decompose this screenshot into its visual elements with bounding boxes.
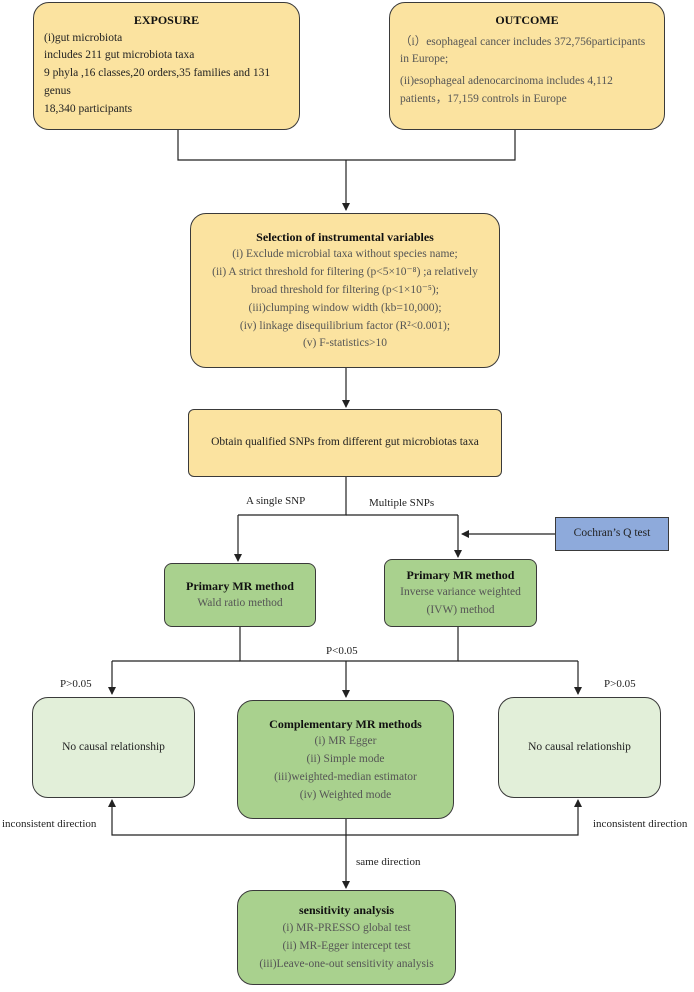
label-p-gt-left: P>0.05 bbox=[60, 678, 92, 690]
sensitivity-line-2: (ii) MR-Egger intercept test bbox=[282, 939, 411, 952]
primary-right-line-2: (IVW) method bbox=[426, 604, 495, 617]
no-causal-right-text: No causal relationship bbox=[528, 740, 631, 753]
exposure-line-1: (i)gut microbiota bbox=[44, 31, 123, 44]
arrow-inconsistent-left bbox=[108, 799, 346, 836]
label-multiple-snps: Multiple SNPs bbox=[369, 497, 435, 509]
label-inconsistent-right: inconsistent direction bbox=[593, 818, 688, 830]
exposure-line-4: 18,340 participants bbox=[44, 102, 133, 115]
selection-line-1: (i) Exclude microbial taxa without speci… bbox=[232, 248, 458, 261]
connector-exposure bbox=[177, 130, 346, 161]
primary-left-line-1: Wald ratio method bbox=[197, 597, 283, 610]
no-causal-left-text: No causal relationship bbox=[62, 740, 165, 753]
obtain-box: Obtain qualified SNPs from different gut… bbox=[188, 409, 502, 477]
sensitivity-box: sensitivity analysis (i) MR-PRESSO globa… bbox=[237, 890, 456, 985]
outcome-line-2: (ii)esophageal adenocarcinoma includes 4… bbox=[400, 75, 613, 106]
selection-box: Selection of instrumental variables (i) … bbox=[190, 213, 500, 368]
label-p-gt-right: P>0.05 bbox=[604, 678, 636, 690]
no-causal-left-box: No causal relationship bbox=[32, 697, 195, 798]
primary-right-line-1: Inverse variance weighted bbox=[400, 586, 521, 599]
outcome-box: OUTCOME （i）esophageal cancer includes 37… bbox=[389, 2, 665, 130]
sensitivity-line-1: (i) MR-PRESSO global test bbox=[282, 922, 411, 935]
outcome-title: OUTCOME bbox=[495, 13, 559, 27]
selection-line-3: (iii)clumping window width (kb=10,000); bbox=[248, 301, 442, 314]
complementary-line-4: (iv) Weighted mode bbox=[299, 788, 392, 801]
connector-outcome bbox=[346, 130, 516, 161]
primary-left-box: Primary MR method Wald ratio method bbox=[164, 563, 316, 627]
selection-line-5: (v) F-statistics>10 bbox=[302, 337, 388, 350]
primary-right-title: Primary MR method bbox=[406, 567, 515, 582]
label-same-direction: same direction bbox=[356, 856, 421, 868]
exposure-line-2: includes 211 gut microbiota taxa bbox=[44, 49, 195, 62]
selection-line-4: (iv) linkage disequilibrium factor (R²<0… bbox=[239, 319, 451, 332]
cochran-box: Cochran’s Q test bbox=[555, 517, 669, 551]
label-single-snp: A single SNP bbox=[246, 495, 306, 507]
sensitivity-title: sensitivity analysis bbox=[298, 903, 394, 918]
outcome-line-1: （i）esophageal cancer includes 372,756par… bbox=[400, 35, 646, 66]
primary-right-box: Primary MR method Inverse variance weigh… bbox=[384, 559, 537, 627]
complementary-line-2: (ii) Simple mode bbox=[306, 752, 385, 765]
complementary-line-1: (i) MR Egger bbox=[314, 735, 377, 748]
complementary-title: Complementary MR methods bbox=[269, 716, 422, 731]
cochran-text: Cochran’s Q test bbox=[573, 527, 651, 540]
primary-left-title: Primary MR method bbox=[186, 578, 294, 593]
arrow-inconsistent-right bbox=[346, 799, 582, 836]
selection-line-2: (ii) A strict threshold for filtering (p… bbox=[212, 266, 478, 296]
complementary-line-3: (iii)weighted-median estimator bbox=[274, 770, 417, 783]
selection-title: Selection of instrumental variables bbox=[256, 229, 434, 244]
connector-primary-right-down bbox=[346, 627, 459, 662]
label-inconsistent-left: inconsistent direction bbox=[2, 818, 97, 830]
obtain-text: Obtain qualified SNPs from different gut… bbox=[211, 436, 479, 449]
exposure-line-3: 9 phyla ,16 classes,20 orders,35 familie… bbox=[44, 67, 271, 98]
exposure-box: EXPOSURE (i)gut microbiota includes 211 … bbox=[33, 2, 300, 130]
label-p-lt: P<0.05 bbox=[326, 645, 358, 657]
sensitivity-line-3: (iii)Leave-one-out sensitivity analysis bbox=[259, 957, 434, 970]
complementary-box: Complementary MR methods (i) MR Egger (i… bbox=[237, 700, 454, 819]
no-causal-right-box: No causal relationship bbox=[498, 697, 661, 798]
exposure-title: EXPOSURE bbox=[133, 13, 200, 27]
